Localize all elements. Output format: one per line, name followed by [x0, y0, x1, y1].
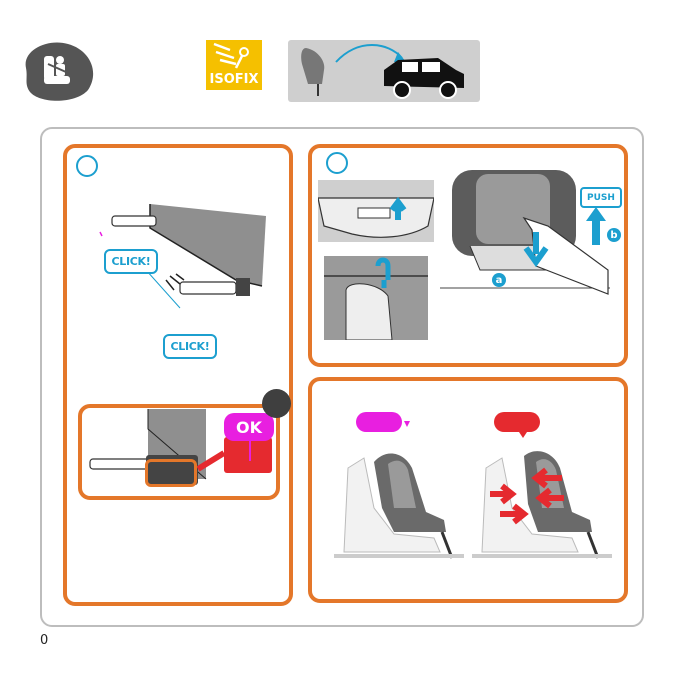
push-label: PUSH [580, 187, 622, 208]
step-marker-icon [262, 389, 291, 418]
step-circle-icon [76, 155, 98, 177]
indicator-highlight [145, 459, 197, 487]
incorrect-indicator-pill [494, 412, 540, 432]
child-seat-icon [18, 38, 96, 102]
pill-pointer-icon [519, 432, 527, 438]
badge-a: a [492, 273, 506, 287]
badge-b: b [607, 228, 621, 242]
ok-indicator: OK [224, 413, 274, 441]
release-handle-illustration [318, 180, 434, 340]
pill-pointer-icon [404, 421, 410, 427]
page-number: 0 [40, 633, 48, 648]
click-callout-1: CLICK! [104, 249, 158, 274]
seat-to-car-illustration [288, 40, 480, 102]
isofix-label: ISOFIX [206, 72, 262, 87]
isofix-icon: ISOFIX [206, 40, 262, 90]
step-circle-icon [326, 152, 348, 174]
click-callout-2: CLICK! [163, 334, 217, 359]
correct-indicator-pill [356, 412, 402, 432]
push-up-arrow-icon [586, 207, 606, 245]
seat-correct-illustration [334, 448, 464, 564]
seat-incorrect-illustration [472, 448, 612, 564]
